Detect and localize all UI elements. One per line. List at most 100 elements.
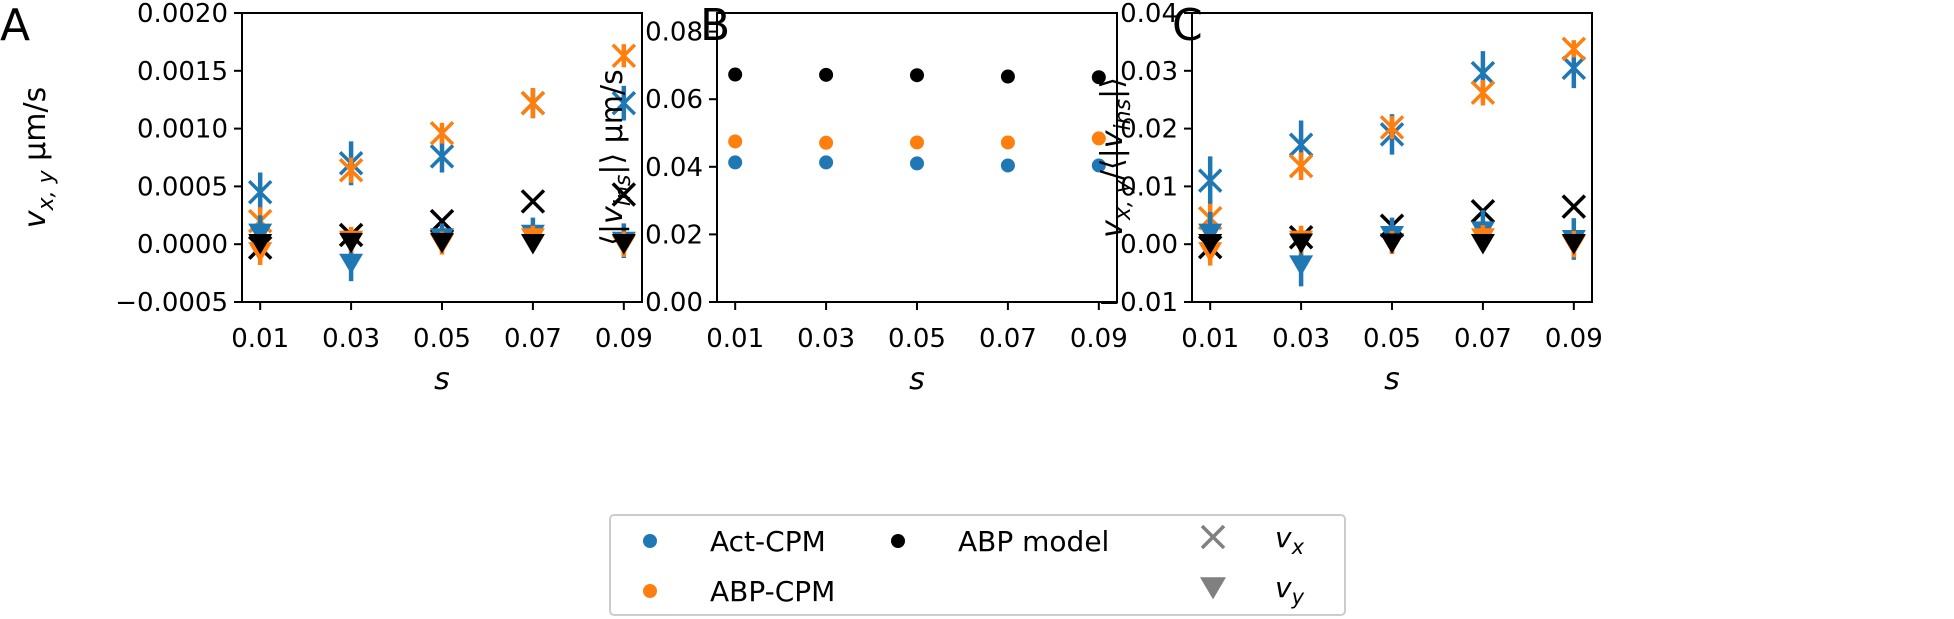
y-tick-label: 0.04 xyxy=(1120,0,1178,29)
x-tick-label: 0.03 xyxy=(1272,324,1330,354)
label-part: v xyxy=(595,205,630,224)
x-marker-stroke2 xyxy=(611,43,637,69)
x-tick-label: 0.03 xyxy=(322,324,380,354)
y-axis-label: ⟨|vins|⟩ μm/s xyxy=(595,69,636,246)
panel-letter-b: B xyxy=(700,0,730,51)
y-tick-label: 0.04 xyxy=(645,153,703,183)
label-part: μm/s xyxy=(18,87,53,171)
x-tick-label: 0.01 xyxy=(1181,324,1239,354)
panels-group: A−0.00050.00000.00050.00100.00150.00200.… xyxy=(0,0,1603,397)
label-part: ⟨| xyxy=(595,224,630,246)
dot-marker xyxy=(910,156,924,171)
legend-triangle-marker xyxy=(1200,577,1226,600)
label-part: x, y xyxy=(34,169,59,211)
x-marker-stroke2 xyxy=(611,90,637,116)
x-marker-stroke2 xyxy=(1561,36,1587,62)
triangle-marker xyxy=(339,253,364,275)
series-abp-model-vy xyxy=(1198,233,1586,255)
panel-a: A−0.00050.00000.00050.00100.00150.00200.… xyxy=(0,0,653,397)
y-tick-label: 0.03 xyxy=(1120,57,1178,87)
dot-marker xyxy=(728,155,743,170)
triangle-marker xyxy=(1289,233,1314,254)
dot-marker xyxy=(728,134,743,149)
triangle-marker xyxy=(339,232,364,254)
dot-marker xyxy=(819,135,834,150)
x-marker-stroke2 xyxy=(520,90,546,116)
x-marker-stroke2 xyxy=(520,189,546,214)
legend-item-vy: vy xyxy=(1200,571,1305,609)
x-marker-stroke2 xyxy=(1288,132,1314,158)
label-part: y xyxy=(1291,585,1305,609)
triangle-marker xyxy=(1561,234,1586,255)
label-part: v xyxy=(1275,571,1292,604)
y-tick-label: 0.00 xyxy=(1120,230,1178,260)
x-axis-label: s xyxy=(1384,362,1400,397)
legend-item-act-cpm: Act-CPM xyxy=(643,525,826,558)
dot-marker xyxy=(1000,69,1015,84)
legend-label: vx xyxy=(1275,521,1305,559)
series-act-cpm-vx xyxy=(247,85,637,212)
triangle-marker xyxy=(430,232,454,254)
x-tick-label: 0.07 xyxy=(979,324,1037,354)
y-tick-label: 0.00 xyxy=(645,288,703,318)
legend-item-vx: vx xyxy=(1200,521,1305,559)
x-axis-label: s xyxy=(909,362,925,397)
x-marker-stroke2 xyxy=(611,182,637,207)
dot-marker xyxy=(910,135,924,150)
x-marker-stroke2 xyxy=(429,120,455,146)
label-part: |⟩ xyxy=(1095,77,1130,99)
legend-frame xyxy=(609,514,1346,616)
triangle-marker xyxy=(1289,255,1314,276)
x-tick-label: 0.09 xyxy=(1070,324,1128,354)
dot-marker xyxy=(819,67,834,82)
triangle-marker xyxy=(1380,233,1404,254)
triangle-marker xyxy=(1198,223,1223,245)
series-abp-cpm-vx xyxy=(1197,36,1587,233)
y-tick-label: 0.0020 xyxy=(137,0,228,29)
series-act-cpm xyxy=(728,155,1106,173)
triangle-marker xyxy=(611,234,636,255)
x-marker-stroke2 xyxy=(247,179,273,205)
legend-label: Act-CPM xyxy=(710,525,826,558)
label-part: v xyxy=(1095,219,1130,238)
x-tick-label: 0.09 xyxy=(595,324,653,354)
x-tick-label: 0.07 xyxy=(1454,324,1512,354)
x-tick-label: 0.05 xyxy=(413,324,471,354)
data-layer xyxy=(1197,36,1587,287)
series-abp-cpm xyxy=(728,131,1106,150)
data-layer xyxy=(728,67,1106,173)
label-part: |⟩ xyxy=(595,153,630,175)
x-marker-stroke2 xyxy=(1561,194,1587,219)
x-tick-label: 0.05 xyxy=(1363,324,1421,354)
dot-marker xyxy=(910,68,924,83)
x-marker-stroke2 xyxy=(338,157,364,183)
label-part: μm/s xyxy=(595,69,630,153)
y-tick-label: 0.0000 xyxy=(137,230,228,260)
y-tick-label: 0.08 xyxy=(645,18,703,48)
legend-x-marker-stroke2 xyxy=(1200,524,1226,550)
series-abp-cpm-vx xyxy=(247,43,637,235)
legend-dot-marker xyxy=(891,534,905,548)
label-part: x, y xyxy=(1111,179,1136,221)
legend-item-abp-cpm: ABP-CPM xyxy=(643,575,835,608)
triangle-marker xyxy=(248,234,273,255)
y-tick-label: 0.01 xyxy=(1120,172,1178,202)
dot-marker xyxy=(728,67,743,82)
dot-marker xyxy=(1000,158,1015,173)
legend-dot-marker xyxy=(643,584,657,598)
legend-label: ABP-CPM xyxy=(710,575,835,608)
x-marker-stroke2 xyxy=(1470,60,1496,86)
triangle-marker xyxy=(1198,234,1223,255)
panel-letter-a: A xyxy=(0,0,30,51)
y-tick-label: 0.06 xyxy=(645,85,703,115)
x-tick-label: 0.07 xyxy=(504,324,562,354)
x-tick-label: 0.01 xyxy=(231,324,289,354)
dot-marker xyxy=(1091,70,1106,85)
x-marker-stroke2 xyxy=(1470,80,1496,106)
label-part: v xyxy=(1275,521,1292,554)
legend-label: ABP model xyxy=(958,525,1109,558)
axes-frame xyxy=(1191,12,1593,303)
y-tick-label: 0.02 xyxy=(1120,115,1178,145)
